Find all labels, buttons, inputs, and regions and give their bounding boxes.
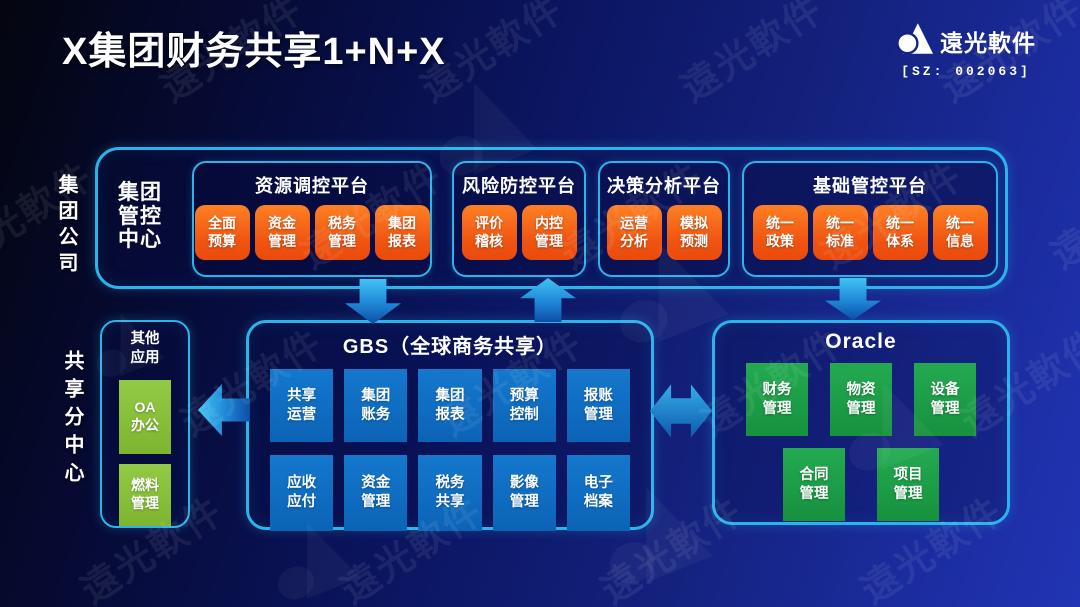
platform-item: 评价 稽核 [461, 205, 517, 260]
platform-title: 资源调控平台 [255, 176, 369, 196]
platform-title: 决策分析平台 [607, 176, 721, 196]
watermark-text: 遠光軟件 [673, 0, 831, 111]
platform-risk-control: 风险防控平台 评价 稽核 内控 管理 [452, 161, 586, 277]
platform-item: 内控 管理 [521, 205, 577, 260]
platform-item: 模拟 预测 [666, 205, 722, 260]
company-logo-icon [896, 22, 934, 60]
arrow-left-right-icon [650, 384, 712, 438]
platform-item: 统一 体系 [872, 205, 928, 260]
oracle-item: 设备 管理 [914, 363, 976, 436]
other-apps-panel: 其他 应用 OA 办公 燃料 管理 [100, 320, 190, 528]
oracle-item: 物资 管理 [830, 363, 892, 436]
platform-resource-control: 资源调控平台 全面 预算 资金 管理 税务 管理 集团 报表 [192, 161, 432, 277]
gbs-item: 集团 报表 [418, 369, 482, 442]
gbs-item: 预算 控制 [492, 369, 556, 442]
gbs-item: 共享 运营 [270, 369, 334, 442]
platform-item: 集团 报表 [374, 205, 430, 260]
platform-item: 资金 管理 [254, 205, 310, 260]
gbs-panel: GBS（全球商务共享） 共享 运营 集团 账务 集团 报表 预算 控制 报账 管… [246, 320, 654, 531]
page-title: X集团财务共享1+N+X [62, 31, 446, 73]
oracle-item: 财务 管理 [746, 363, 808, 436]
gbs-item: 电子 档案 [566, 455, 631, 531]
arrow-left-icon [198, 384, 250, 436]
platform-item: 统一 标准 [812, 205, 868, 260]
side-label-group-company: 集团公司 [55, 174, 77, 278]
platform-item: 税务 管理 [314, 205, 370, 260]
company-name: 遠光軟件 [940, 30, 1036, 56]
other-apps-title: 其他 应用 [130, 331, 160, 366]
group-control-center-label: 集团 管控 中心 [118, 181, 162, 252]
platform-item: 全面 预算 [194, 205, 250, 260]
other-app-item: 燃料 管理 [119, 463, 171, 526]
platform-decision-analysis: 决策分析平台 运营 分析 模拟 预测 [598, 161, 730, 277]
gbs-title: GBS（全球商务共享） [342, 336, 558, 358]
gbs-item: 应收 应付 [270, 455, 334, 531]
oracle-panel: Oracle 财务 管理 物资 管理 设备 管理 合同 管理 项目 管理 [712, 320, 1010, 525]
gbs-item: 影像 管理 [492, 455, 556, 531]
oracle-item: 合同 管理 [783, 448, 845, 521]
company-logo: 遠光軟件 [SZ: 002063] [890, 22, 1042, 79]
watermark-text: 遠光軟件 [1043, 155, 1080, 278]
platform-title: 基础管控平台 [813, 176, 927, 196]
oracle-item: 项目 管理 [877, 448, 939, 521]
gbs-item: 资金 管理 [344, 455, 408, 531]
platform-item: 统一 政策 [752, 205, 808, 260]
stock-code: [SZ: 002063] [901, 64, 1031, 79]
other-app-item: OA 办公 [119, 379, 171, 454]
platform-item: 统一 信息 [932, 205, 988, 260]
oracle-title: Oracle [825, 330, 897, 353]
gbs-item: 税务 共享 [418, 455, 482, 531]
gbs-item: 报账 管理 [566, 369, 631, 442]
platform-item: 运营 分析 [606, 205, 662, 260]
side-label-shared-center: 共享分中心 [61, 350, 83, 490]
gbs-item: 集团 账务 [344, 369, 408, 442]
platform-title: 风险防控平台 [462, 176, 576, 196]
platform-basic-control: 基础管控平台 统一 政策 统一 标准 统一 体系 统一 信息 [742, 161, 998, 277]
